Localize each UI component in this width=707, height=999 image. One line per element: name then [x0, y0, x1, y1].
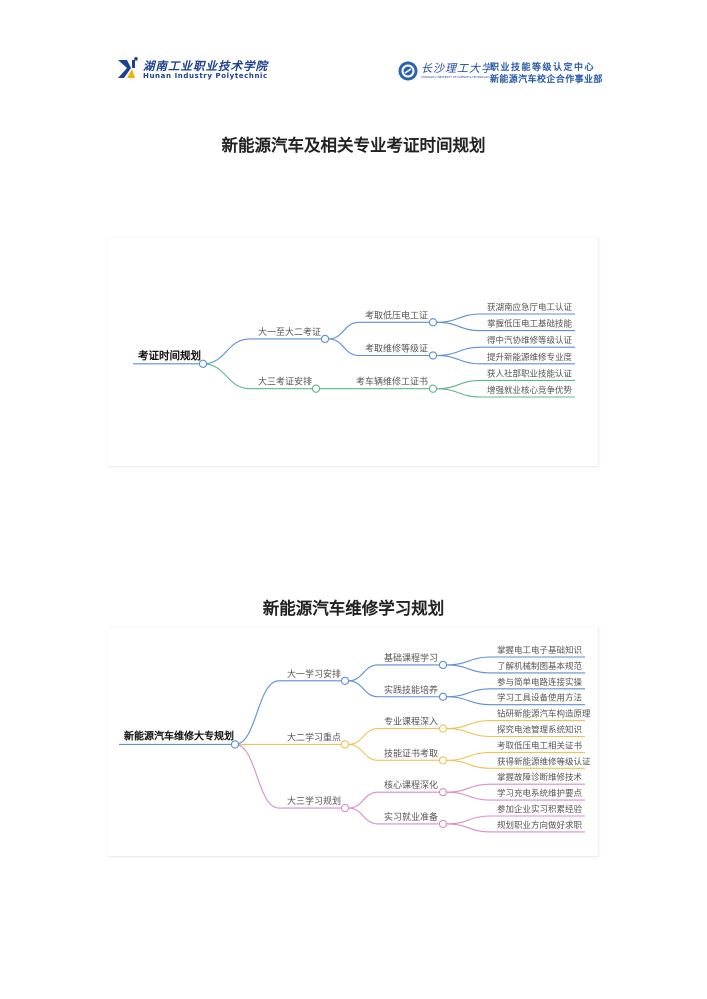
leaf-connector [436, 379, 482, 390]
topic-label: 考取低压电工证 [365, 309, 428, 321]
branch-label: 大三考证安排 [258, 376, 312, 388]
topic-node-circle [438, 724, 448, 733]
leaf-label: 掌握低压电工基础技能 [487, 319, 573, 330]
leaf-label: 了解机械制图基本规范 [497, 661, 583, 672]
leaf-connector [446, 815, 492, 825]
topic-connector [348, 791, 379, 809]
branch-node-circle [340, 803, 350, 813]
topic-label: 考取维修等级证 [365, 343, 428, 355]
leaf-label: 参加企业实习积累经验 [497, 804, 583, 815]
topic-node-circle [428, 384, 438, 393]
leaf-label: 获得新能源维修等级认证 [497, 756, 591, 767]
topic-connector [348, 680, 379, 698]
branch-label: 大一至大二考证 [258, 326, 321, 338]
branch-connector [202, 363, 251, 390]
leaf-connector [446, 759, 492, 769]
leaf-label: 获湖南应急厅电工认证 [487, 302, 573, 313]
branch-connector [202, 338, 251, 365]
university-name-en: CHANGSHA UNIVERSITY OF SCIENCE & TECHNOL… [421, 76, 491, 79]
leaf-connector [446, 688, 492, 698]
leaf-connector [436, 388, 482, 398]
leaf-label: 学习工具设备使用方法 [497, 693, 582, 704]
leaf-connector [446, 823, 492, 833]
leaf-label: 获人社部职业技能认证 [487, 368, 573, 379]
leaf-label: 增强就业核心竞争优势 [487, 385, 573, 396]
topic-connector [348, 807, 379, 825]
leaf-label: 得中汽协维修等级认证 [487, 335, 573, 346]
root-node-circle [230, 740, 240, 749]
section-title-cert-plan: 新能源汽车及相关专业考证时间规划 [221, 136, 486, 155]
topic-label: 实习就业准备 [384, 811, 438, 823]
university-emblem-icon [398, 61, 418, 81]
leaf-connector [446, 664, 492, 674]
university-name-cn: 长沙理工大学 [421, 62, 493, 75]
mindmap-root-label: 新能源汽车维修大专规划 [124, 729, 234, 742]
topic-node-circle [438, 692, 448, 701]
branch-label: 大一学习安排 [287, 668, 341, 680]
leaf-connector [436, 321, 482, 332]
topic-label: 核心课程深化 [384, 779, 438, 791]
topic-node-circle [438, 756, 448, 765]
leaf-connector [436, 313, 482, 323]
branch-connector [234, 743, 280, 809]
branch-node-circle [311, 384, 321, 393]
leaf-label: 规划职业方向做好求职 [497, 820, 583, 831]
topic-connector [348, 743, 379, 761]
topic-node-circle [438, 819, 448, 829]
mindmap-cert-plan [108, 238, 599, 467]
school-name-en: Hunan Industry Polytechnic [143, 72, 268, 80]
branch-connector [234, 680, 280, 745]
leaf-label: 提升新能源维修专业度 [487, 352, 573, 363]
topic-connector [348, 664, 379, 682]
topic-node-circle [428, 318, 438, 327]
topic-connector [328, 321, 360, 340]
topic-label: 技能证书考取 [384, 747, 438, 759]
topic-connector [348, 728, 379, 745]
topic-label: 专业课程深入 [384, 716, 438, 728]
leaf-connector [446, 656, 492, 666]
leaf-connector [446, 728, 492, 738]
leaf-label: 探究电池管理系统知识 [497, 725, 582, 736]
branch-label: 大三学习规划 [287, 795, 341, 807]
topic-connector [328, 338, 360, 357]
leaf-label: 钻研新能源汽车构造原理 [497, 709, 591, 720]
school-name-cn: 湖南工业职业技术学院 [143, 59, 268, 73]
topic-label: 实践技能培养 [384, 684, 438, 696]
branch-node-circle [320, 334, 330, 344]
mindmap-study-plan [108, 628, 599, 857]
leaf-label: 考取低压电工相关证书 [497, 740, 583, 751]
topic-node-circle [438, 660, 448, 670]
leaf-connector [446, 751, 492, 761]
leaf-connector [446, 791, 492, 801]
leaf-label: 参与简单电路连接实操 [497, 677, 583, 688]
topic-node-circle [428, 351, 438, 360]
topic-label: 基础课程学习 [384, 652, 438, 664]
branch-node-circle [340, 676, 350, 685]
leaf-connector [446, 696, 492, 706]
branch-node-circle [340, 740, 350, 749]
mindmap-root-label: 考证时间规划 [138, 349, 201, 362]
topic-label: 考车辆维修工证书 [356, 376, 428, 388]
department-name: 新能源汽车校企合作事业部 [490, 75, 603, 85]
leaf-connector [446, 783, 492, 793]
leaf-label: 掌握电工电子基础知识 [497, 645, 582, 656]
leaf-connector [436, 346, 482, 357]
branch-label: 大二学习重点 [287, 731, 341, 743]
hunan-polytechnic-logo-icon [118, 57, 140, 79]
leaf-label: 学习充电系统维护要点 [497, 788, 583, 799]
section-title-study-plan: 新能源汽车维修学习规划 [262, 599, 445, 618]
topic-node-circle [438, 788, 448, 797]
leaf-label: 掌握故障诊断维修技术 [497, 772, 583, 783]
leaf-connector [446, 720, 492, 730]
root-node-circle [198, 359, 208, 368]
certification-center-name: 职业技能等级认定中心 [490, 63, 596, 73]
leaf-connector [436, 354, 482, 365]
